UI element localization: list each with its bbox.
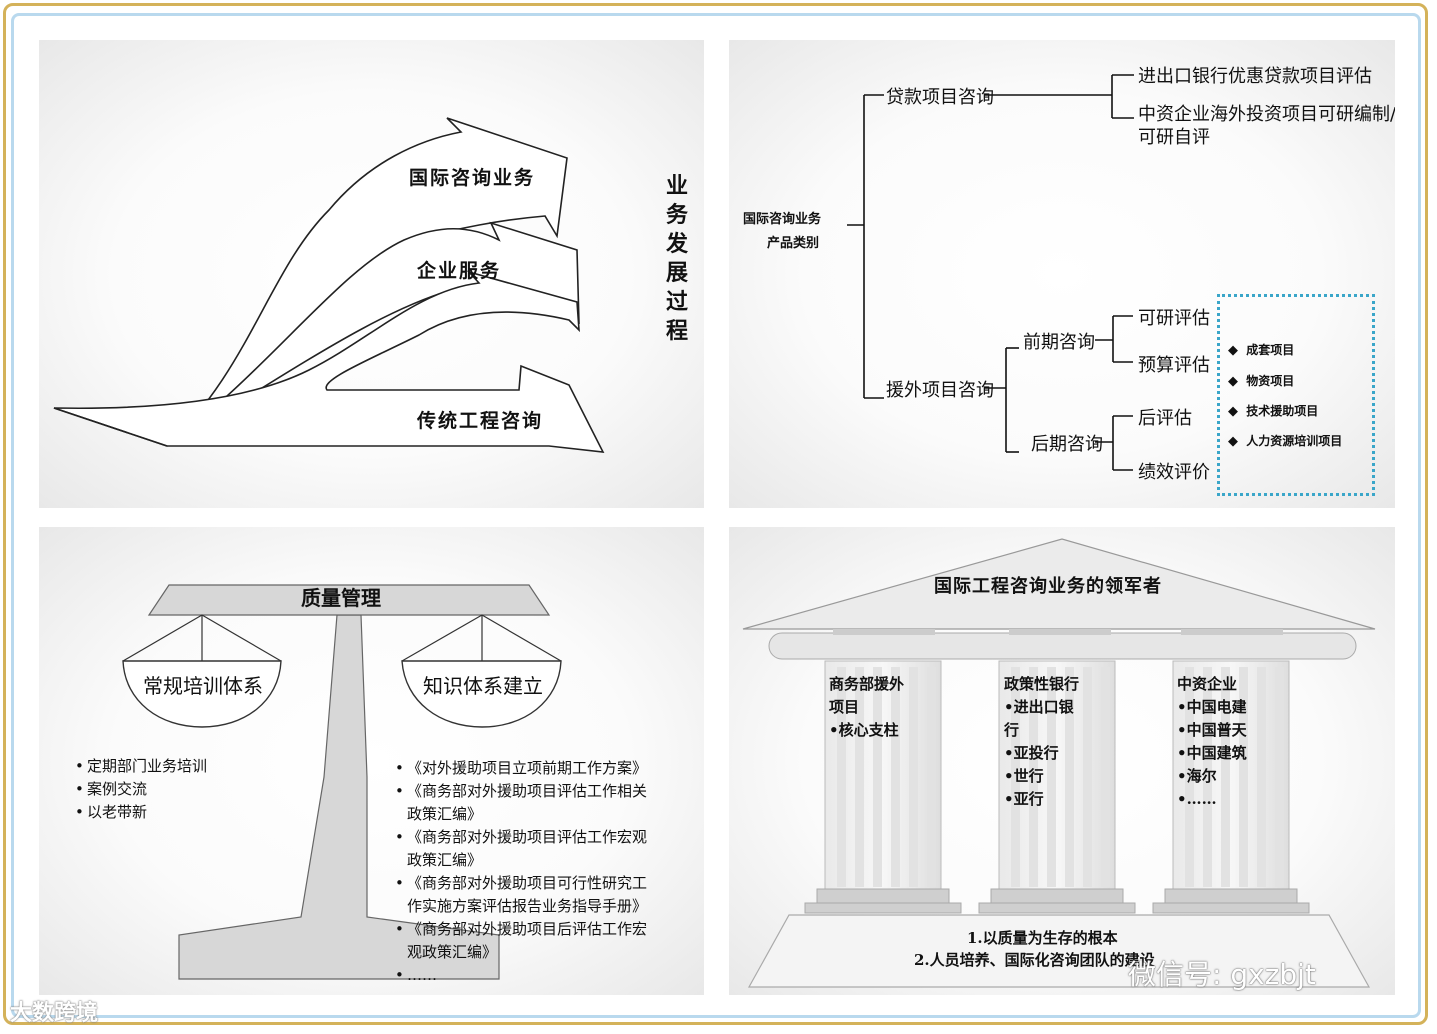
temple-leader-panel: 国际工程咨询业务的领军者 商务部援外 项目 •核心支柱 政策性银行 •进出口银 … [729,527,1395,995]
node-overseas-investment-cont: 可研自评 [1138,127,1210,148]
diamond-icon: ◆ [1228,374,1238,389]
left-pan [122,660,282,728]
list-item: 政策汇编》 [407,851,483,869]
vertical-title-char: 过 [665,289,688,315]
vertical-title-char: 展 [665,260,688,286]
list-item: •…… [395,966,437,984]
diamond-icon: ◆ [1228,434,1238,449]
vertical-title-char: 业 [665,173,688,199]
list-item: 作实施方案评估报告业务指导手册》 [407,897,648,915]
vertical-title-char: 务 [665,202,688,228]
column-middle-text: 政策性银行 •进出口银 行 •亚投行 •世行 •亚行 [1004,675,1080,808]
root-label-line1: 国际咨询业务 [743,212,822,227]
right-pan-label: 知识体系建立 [423,674,543,698]
beam-label: 质量管理 [301,586,381,610]
node-post-consulting: 后期咨询 [1031,434,1103,455]
aid-project-types-box: ◆ 成套项目 ◆ 物资项目 ◆ 技术援助项目 ◆ 人力资源培训项目 [1217,294,1375,496]
vertical-title: 业 务 发 展 过 程 [662,172,692,346]
temple-architrave [768,632,1357,660]
arrow-label-enterprise: 企业服务 [417,260,502,282]
business-development-panel: 国际咨询业务 企业服务 传统工程咨询 业 务 发 展 过 程 [39,40,704,508]
diamond-icon: ◆ [1228,404,1238,419]
growth-arrows-graphic [53,117,605,453]
product-category-tree-panel: 国际咨询业务 产品类别 贷款项目咨询 进出口银行优惠贷款项目评估 中资企业海外投… [729,40,1395,508]
tree-connectors [847,74,1134,471]
left-pan-label: 常规培训体系 [143,674,263,698]
list-item: 政策汇编》 [407,805,483,823]
vertical-title-char: 发 [665,231,688,257]
node-feasibility-evaluation: 可研评估 [1138,308,1210,329]
temple-graphic [742,538,1376,988]
arrow-label-traditional: 传统工程咨询 [417,410,544,432]
list-item: •案例交流 [75,780,148,798]
base-line2: 2.人员培养、国际化咨询团队的建设 [914,951,1155,969]
list-item: •以老带新 [75,803,148,821]
temple-base [747,914,1371,988]
box-item: ◆ 人力资源培训项目 [1228,434,1343,449]
scale-stand [178,614,500,980]
box-item: ◆ 物资项目 [1228,374,1295,389]
scale-beam [147,584,551,616]
arrow-label-international: 国际咨询业务 [409,167,536,189]
node-budget-evaluation: 预算评估 [1138,355,1210,376]
node-aid-consulting: 援外项目咨询 [886,380,994,401]
node-performance-evaluation: 绩效评价 [1138,462,1210,483]
node-exim-loan-evaluation: 进出口银行优惠贷款项目评估 [1138,66,1372,87]
watermark-right: 微信号: gxzbjt [1128,958,1316,991]
node-pre-consulting: 前期咨询 [1023,332,1095,353]
right-list: •《对外援助项目立项前期工作方案》 •《商务部对外援助项目评估工作相关 政策汇编… [395,757,647,987]
balance-scale-graphic [122,584,562,980]
list-item: •《商务部对外援助项目后评估工作宏 [395,920,648,938]
list-item: •《商务部对外援助项目评估工作宏观 [395,828,648,846]
quality-management-scale-panel: 质量管理 常规培训体系 知识体系建立 •定期部门业务培训 •案例交流 •以老带新… [39,527,704,995]
watermark-left: 大数跨境 [10,1001,99,1026]
list-item: •定期部门业务培训 [75,757,208,775]
inner-frame [11,13,1421,1018]
column-left-text: 商务部援外 项目 •核心支柱 [829,675,905,739]
list-item: •《商务部对外援助项目可行性研究工 [395,874,648,892]
node-post-evaluation: 后评估 [1138,408,1192,429]
column-right-text: 中资企业 •中国电建 •中国普天 •中国建筑 •海尔 •…… [1177,675,1247,808]
list-item: •《对外援助项目立项前期工作方案》 [395,759,648,777]
right-pan [401,660,562,728]
list-item: 观政策汇编》 [407,943,498,961]
list-item: •《商务部对外援助项目评估工作相关 [395,782,648,800]
vertical-title-char: 程 [665,318,688,344]
box-item: ◆ 成套项目 [1228,343,1295,358]
base-line1: 1.以质量为生存的根本 [967,929,1118,947]
diamond-icon: ◆ [1228,343,1238,358]
roof-title: 国际工程咨询业务的领军者 [934,576,1162,597]
left-list: •定期部门业务培训 •案例交流 •以老带新 [75,755,207,824]
node-overseas-investment: 中资企业海外投资项目可研编制/ [1138,104,1395,125]
arrow-traditional [53,270,605,453]
root-label-line2: 产品类别 [767,236,820,251]
node-loan-consulting: 贷款项目咨询 [886,87,994,108]
box-item: ◆ 技术援助项目 [1228,404,1319,419]
